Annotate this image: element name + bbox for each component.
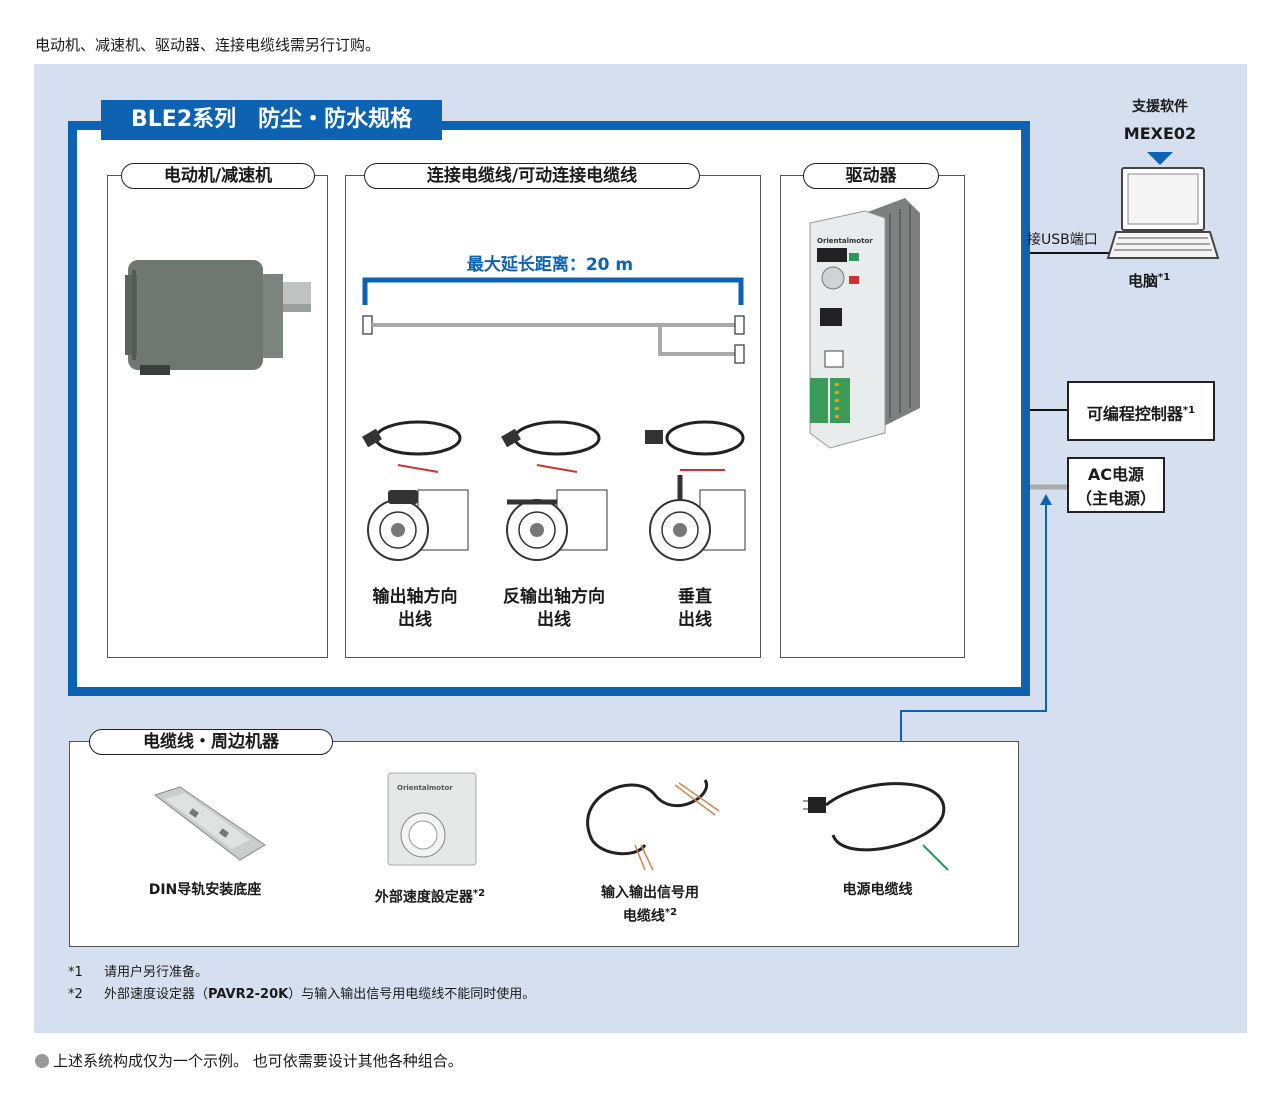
plc-note: *1 [1182, 405, 1196, 416]
cable-reverse-shaft-image [501, 420, 608, 561]
driver-image: Orientalmotor [809, 198, 920, 449]
accessory-label-text: DIN导轨安装底座 [148, 882, 262, 898]
bottom-note-text: 上述系统构成仅为一个示例。 也可依需要设计其他各种组合。 [53, 1052, 463, 1070]
footnote-2: *2 外部速度设定器（PAVR2-20K）与输入输出信号用电缆线不能同时使用。 [68, 983, 535, 1002]
power-cable-image [803, 782, 949, 871]
accessory-note: *2 [472, 888, 486, 899]
accessory-label-text: 输入输出信号用 [601, 885, 699, 901]
accessory-label: DIN导轨安装底座 [110, 881, 300, 900]
cable-type-label: 垂直 出线 [640, 586, 750, 632]
cable-type-line2: 出线 [398, 610, 432, 630]
pc-image [1106, 152, 1220, 259]
motor-image [125, 260, 311, 375]
accessory-label: 外部速度設定器*2 [340, 884, 520, 908]
footnote-1: *1 请用户另行准备。 [68, 961, 208, 980]
plc-box: 可编程控制器*1 [1067, 381, 1215, 441]
speed-setter-image: Orientalmotor [387, 772, 477, 866]
accessory-label: 输入输出信号用 电缆线*2 [560, 884, 740, 927]
cable-type-line1: 垂直 [678, 587, 712, 607]
cable-length-diagram [362, 277, 745, 364]
pc-label: 电脑*1 [1128, 270, 1170, 291]
accessory-label-text: 电缆线 [622, 908, 665, 925]
cable-type-line1: 输出轴方向 [372, 587, 458, 607]
plc-label: 可编程控制器 [1086, 404, 1183, 424]
accessory-label-text: 外部速度設定器 [374, 889, 473, 906]
motor-section-title: 电动机/减速机 [121, 163, 315, 189]
accessory-label-text: 电源电缆线 [842, 882, 913, 898]
usb-label: 接USB端口 [1027, 232, 1098, 248]
cable-section [345, 175, 761, 658]
cable-section-title: 连接电缆线/可动连接电缆线 [364, 163, 700, 189]
software-name: MEXE02 [1123, 124, 1197, 143]
footnote-text: 外部速度设定器（ [104, 987, 209, 1002]
cable-type-line2: 出线 [678, 610, 712, 630]
top-note: 电动机、减速机、驱动器、连接电缆线需另行订购。 [35, 36, 381, 54]
cable-vertical-image [645, 420, 746, 561]
accessory-note: *2 [664, 907, 678, 918]
footnote-mark: *1 [68, 965, 83, 980]
driver-section-title: 驱动器 [803, 163, 939, 189]
ac-power-line2: （主电源） [1075, 489, 1156, 508]
software-label: 支援软件 [1132, 99, 1188, 115]
footnote-model: PAVR2-20K [208, 987, 289, 1002]
motor-section [107, 175, 328, 658]
pc-label-text: 电脑 [1128, 272, 1159, 290]
driver-brand-text: Orientalmotor [817, 237, 873, 245]
cable-type-line2: 出线 [537, 610, 571, 630]
footnote-text: ）与输入输出信号用电缆线不能同时使用。 [288, 987, 536, 1002]
max-length-label: 最大延长距离：20 m [466, 255, 634, 275]
series-title: BLE2系列 防尘・防水规格 [101, 100, 443, 140]
bullet-icon [35, 1054, 49, 1068]
speed-setter-brand: Orientalmotor [397, 784, 453, 792]
ac-power-line1: AC电源 [1087, 465, 1145, 484]
ac-power-box: AC电源 （主电源） [1067, 457, 1165, 513]
cable-type-line1: 反输出轴方向 [503, 587, 605, 607]
footnote-text: 请用户另行准备。 [104, 965, 209, 980]
cable-type-label: 输出轴方向 出线 [355, 586, 475, 632]
bottom-note: 上述系统构成仅为一个示例。 也可依需要设计其他各种组合。 [35, 1050, 463, 1071]
cable-output-shaft-image [362, 420, 469, 561]
din-rail-image [153, 786, 266, 861]
io-cable-image [586, 779, 720, 871]
accessory-label: 电源电缆线 [790, 881, 965, 900]
accessories-title: 电缆线・周边机器 [89, 729, 333, 755]
cable-type-label: 反输出轴方向 出线 [488, 586, 620, 632]
pc-note: *1 [1158, 272, 1171, 283]
footnote-mark: *2 [68, 987, 83, 1002]
